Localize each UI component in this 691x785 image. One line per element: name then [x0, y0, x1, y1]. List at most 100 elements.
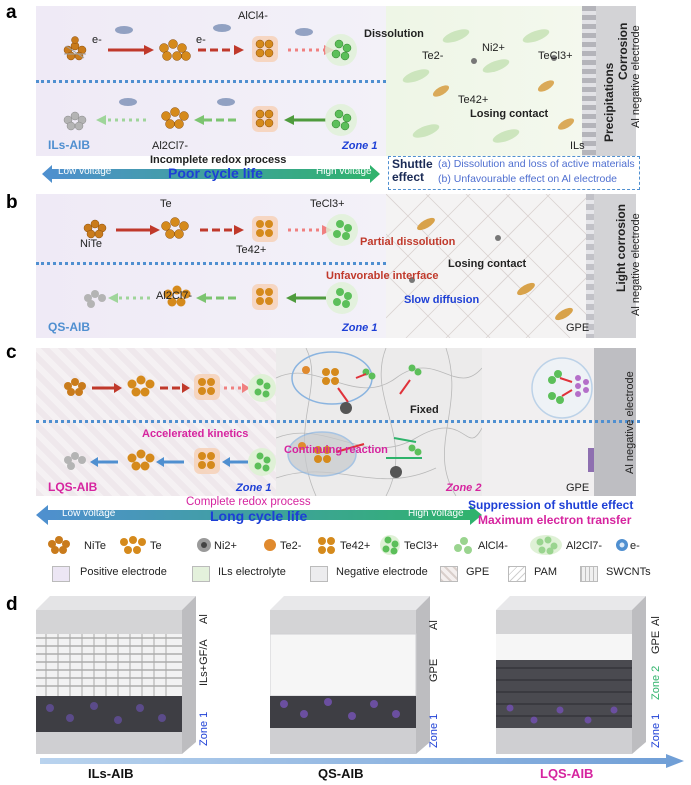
panel-c-complete: Complete redox process — [186, 496, 311, 508]
legend-ni: Ni2+ — [214, 540, 237, 552]
panel-b-electrode: Al negative electrode — [630, 213, 642, 316]
cell-ils-al: Al — [198, 614, 210, 624]
panel-c-fixed: Fixed — [410, 404, 439, 416]
panel-a-electron-label-1: e- — [92, 34, 102, 46]
panel-a-note-b: (b) Unfavourable effect on Al electrode — [438, 173, 617, 185]
panel-a-te2-label: Te2- — [422, 50, 444, 62]
panel-a-alcl4-label: AlCl4- — [238, 10, 268, 22]
panel-b-divider — [36, 262, 386, 265]
legend-swcnts-swatch — [580, 566, 598, 582]
panel-a-voltage-arrow — [42, 165, 380, 183]
panel-c-letter: c — [6, 342, 17, 363]
panel-a-note-a: (a) Dissolution and loss of active mater… — [438, 158, 635, 170]
panel-b-system-label: QS-AIB — [48, 320, 90, 334]
panel-a-corrosion: Corrosion — [616, 22, 630, 80]
panel-a-incomplete-label: Incomplete redox process — [150, 154, 287, 166]
cell-ils-zone1: Zone 1 — [198, 711, 210, 746]
panel-a-cycle-life: Poor cycle life — [168, 165, 263, 181]
panel-a-tecl3-label: TeCl3+ — [538, 50, 573, 62]
legend-negative: Negative electrode — [336, 566, 428, 578]
panel-a-species-top — [63, 24, 357, 66]
panel-b-positive-region — [36, 194, 386, 338]
panel-c-gpe: GPE — [566, 482, 590, 494]
legend-te: Te — [150, 540, 162, 552]
panel-b-species-bottom — [84, 282, 358, 314]
legend-gpe: GPE — [466, 566, 490, 578]
legend-positive-swatch — [52, 566, 70, 582]
panel-a-electrolyte-particles — [402, 29, 575, 143]
panel-c-low-voltage: Low voltage — [62, 508, 116, 519]
panel-d-arrow — [40, 754, 684, 768]
legend-pam: PAM — [534, 566, 558, 578]
panel-a-electron-label-2: e- — [196, 34, 206, 46]
legend-pam-swatch — [508, 566, 526, 582]
cell-ils-mid: ILs+GF/A — [198, 639, 210, 686]
panel-b-tecl3-label: TeCl3+ — [310, 198, 345, 210]
panel-c-continuing: Continuing reaction — [284, 444, 388, 456]
cell-qs-name: QS-AIB — [318, 766, 364, 781]
panel-c-cycle-life: Long cycle life — [210, 508, 308, 524]
panel-c-zone2-network — [276, 348, 482, 496]
panel-a-letter: a — [6, 2, 17, 23]
legend-swcnts: SWCNTs — [606, 566, 651, 578]
panel-b-al2cl7-label: Al2Cl7- — [156, 290, 193, 302]
legend-negative-swatch — [310, 566, 328, 582]
legend-tecl3: TeCl3+ — [404, 540, 439, 552]
panel-c-species-bottom — [64, 448, 276, 476]
panel-a-divider — [36, 80, 386, 83]
panel-c-voltage-arrow — [36, 505, 482, 525]
legend-electron: e- — [630, 540, 640, 552]
panel-c-system-label: LQS-AIB — [48, 480, 98, 494]
panel-b-letter: b — [6, 192, 18, 213]
legend-al2cl7: Al2Cl7- — [566, 540, 603, 552]
cell-lqs-zone1: Zone 1 — [650, 713, 662, 748]
panel-b-gpe-region — [386, 194, 590, 338]
panel-b-zone1: Zone 1 — [342, 322, 378, 334]
panel-c-gpe-details — [531, 357, 594, 472]
panel-a-electrode-region — [590, 6, 636, 156]
panel-c-max-electron: Maximum electron transfer — [478, 513, 632, 527]
panel-b-gpe-mesh — [386, 194, 590, 338]
legend-ils: ILs electrolyte — [218, 566, 286, 578]
cell-qs-zone1: Zone 1 — [428, 713, 440, 748]
panel-d-letter: d — [6, 594, 18, 615]
legend-te4: Te42+ — [340, 540, 371, 552]
cell-qs-al: Al — [428, 620, 440, 630]
panel-a-high-voltage: High voltage — [316, 166, 372, 177]
panel-c-high-voltage: High voltage — [408, 508, 464, 519]
panel-c-accelerated: Accelerated kinetics — [142, 428, 249, 440]
legend-alcl4: AlCl4- — [478, 540, 508, 552]
legend-nite: NiTe — [84, 540, 107, 552]
cell-ils-aib — [36, 596, 196, 754]
panel-c-suppression: Suppression of shuttle effect — [468, 498, 634, 512]
panel-c-electrode: Al negative electrode — [624, 371, 636, 474]
panel-a-shuttle-box — [388, 156, 640, 190]
cell-lqs-al: Al — [650, 616, 662, 626]
panel-b-species-top — [83, 214, 358, 246]
panel-a-shuttle: Shuttle effect — [392, 157, 433, 184]
cell-qs-aib — [270, 596, 430, 754]
cell-lqs-mid: GPE — [650, 630, 662, 654]
legend-gpe-swatch — [440, 566, 458, 582]
panel-a-zone1: Zone 1 — [342, 140, 378, 152]
panel-a-precipitations: Precipitations — [602, 62, 616, 142]
panel-c-zone2: Zone 2 — [446, 482, 482, 494]
panel-c-species-top — [64, 374, 276, 402]
panel-b-electrode-rough — [586, 194, 594, 338]
panel-a-ni2-label: Ni2+ — [482, 42, 505, 54]
panel-a-species-bottom — [63, 98, 357, 136]
panel-a-losing-contact: Losing contact — [470, 108, 549, 120]
panel-a-ils-label: ILs — [570, 140, 585, 152]
panel-a-electrode: Al negative electrode — [630, 25, 642, 128]
panel-b-partial: Partial dissolution — [360, 236, 456, 248]
panel-a-system-label: ILs-AIB — [48, 138, 90, 152]
panel-c-divider — [36, 420, 640, 423]
legend-icons — [48, 535, 628, 555]
panel-a-low-voltage: Low voltage — [58, 166, 112, 177]
cell-lqs-name: LQS-AIB — [540, 766, 594, 781]
panel-b-te-label: Te — [160, 198, 172, 210]
legend-positive: Positive electrode — [80, 566, 167, 578]
panel-a-electrode-rough — [582, 6, 596, 156]
legend-ils-swatch — [192, 566, 210, 582]
cell-lqs-aib — [496, 596, 646, 754]
